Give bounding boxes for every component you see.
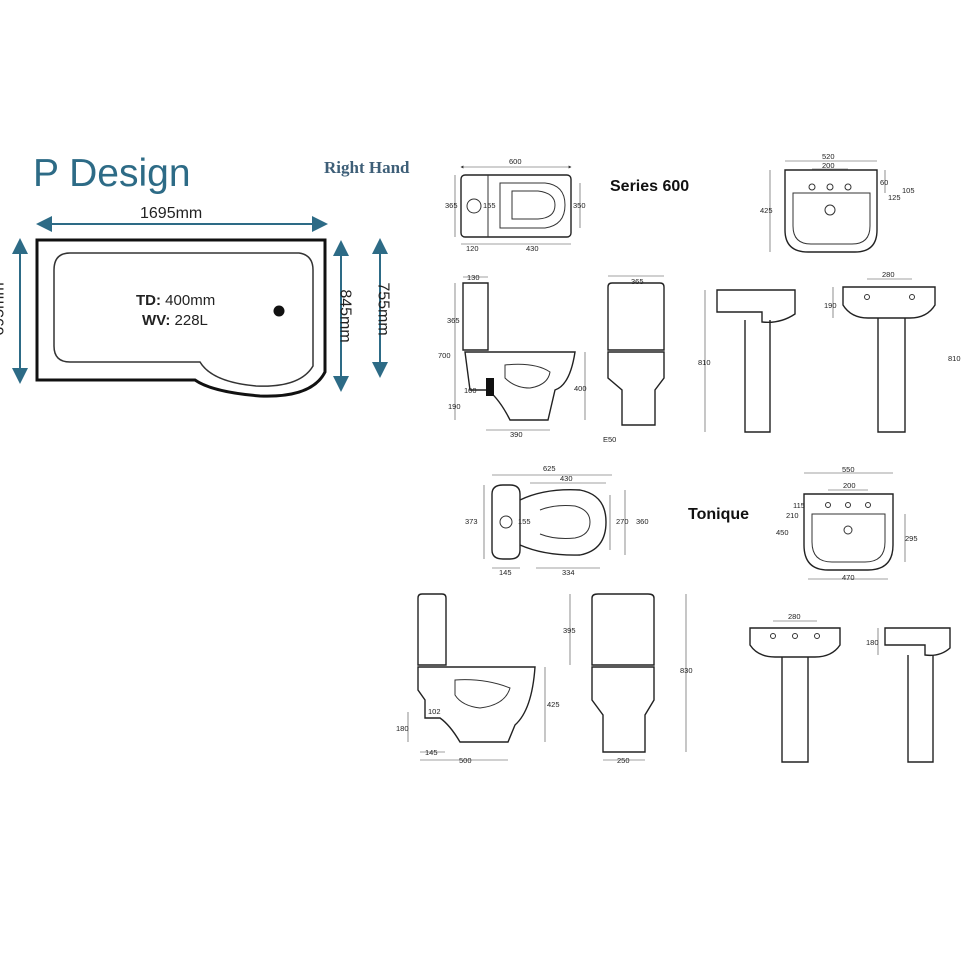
s600-basin-front-dim-1: 190 — [824, 301, 837, 310]
s600-wc-plan-dim-1: 365 — [445, 201, 458, 210]
tonique-wc-plan-dim-1: 430 — [560, 474, 573, 483]
tonique-label: Tonique — [688, 506, 750, 523]
tonique-wc-plan-dim-0: 625 — [543, 464, 556, 473]
bath-inner — [53, 252, 314, 387]
tonique-basin-side-dim-0: 180 — [866, 638, 879, 647]
s600-wc-plan: 600 365 155 350 120 430 — [445, 157, 586, 253]
tonique-wc-plan-dim-3: 155 — [518, 517, 531, 526]
tonique-wc-front: 395 830 250 — [563, 593, 693, 765]
tonique-wc-front-dim-2: 250 — [617, 756, 630, 765]
s600-wc-side-dim-7: E50 — [603, 435, 616, 444]
hand-label: Right Hand — [324, 158, 410, 177]
tonique-wc-plan: 625 430 373 155 270 360 145 334 — [465, 464, 649, 577]
tonique-basin-plan-dim-5: 295 — [905, 534, 918, 543]
s600-wc-side-dim-3: 100 — [464, 386, 477, 395]
s600-basin-front: 280 190 810 — [824, 270, 961, 433]
tonique-basin-side: 180 — [866, 627, 951, 763]
s600-basin-plan-dim-3: 105 — [902, 186, 915, 195]
tonique-basin-plan-dim-0: 550 — [842, 465, 855, 474]
td-label: TD: — [136, 292, 161, 309]
tonique-wc-plan-dim-2: 373 — [465, 517, 478, 526]
s600-wc-side-dim-1: 365 — [447, 316, 460, 325]
wv-value: 228L — [174, 312, 208, 329]
tonique-wc-front-dim-0: 395 — [563, 626, 576, 635]
tonique-basin-plan-dim-6: 470 — [842, 573, 855, 582]
bath-wv: WV: 228L — [142, 312, 208, 329]
s600-basin-side-dim-0: 810 — [698, 358, 711, 367]
tonique-basin-plan-dim-3: 210 — [786, 511, 799, 520]
s600-basin-plan-dim-0: 520 — [822, 152, 835, 161]
s600-wc-side-dim-2: 700 — [438, 351, 451, 360]
tonique-wc-plan-dim-6: 145 — [499, 568, 512, 577]
s600-wc-plan-dim-0: 600 — [509, 157, 522, 166]
s600-basin-plan-dim-2: 60 — [880, 178, 888, 187]
bath-td: TD: 400mm — [136, 292, 215, 309]
tonique-basin-plan: 550 200 115 210 450 295 470 — [776, 465, 918, 582]
s600-basin-plan-dim-1: 200 — [822, 161, 835, 170]
s600-basin-plan: 520 200 60 105 125 425 — [760, 152, 915, 253]
tonique-basin-plan-dim-1: 200 — [843, 481, 856, 490]
tonique-wc-plan-dim-4: 270 — [616, 517, 629, 526]
s600-basin-plan-dim-4: 125 — [888, 193, 901, 202]
s600-wc-plan-dim-2: 155 — [483, 201, 496, 210]
tonique-wc-plan-dim-7: 334 — [562, 568, 575, 577]
page-title: P Design — [33, 152, 191, 195]
plug-hole — [273, 305, 285, 317]
tonique-wc-side-dim-1: 180 — [396, 724, 409, 733]
s600-wc-front-dim-0: 365 — [631, 277, 644, 286]
tonique-wc-side-dim-4: 500 — [459, 756, 472, 765]
s600-wc-side: 130 365 700 100 190 390 400 E50 — [438, 273, 616, 444]
s600-wc-front: 365 — [607, 275, 665, 426]
tonique-basin-front-dim-0: 280 — [788, 612, 801, 621]
tonique-wc-side-dim-0: 102 — [428, 707, 441, 716]
bath-length-label: 1695mm — [140, 205, 203, 222]
s600-wc-side-dim-6: 400 — [574, 384, 587, 393]
s600-wc-plan-dim-5: 430 — [526, 244, 539, 253]
s600-basin-front-dim-0: 280 — [882, 270, 895, 279]
tonique-wc-front-dim-1: 830 — [680, 666, 693, 675]
s600-basin-side: 810 — [698, 289, 796, 433]
tonique-wc-side-dim-2: 425 — [547, 700, 560, 709]
s600-basin-front-dim-2: 810 — [948, 354, 961, 363]
tonique-wc-plan-dim-5: 360 — [636, 517, 649, 526]
tonique-basin-front: 280 — [749, 612, 841, 763]
s600-wc-side-dim-0: 130 — [467, 273, 480, 282]
series-600-label: Series 600 — [610, 178, 690, 195]
tonique-basin-plan-dim-2: 115 — [793, 501, 805, 510]
wv-label: WV: — [142, 312, 171, 329]
tonique-wc-side-dim-3: 145 — [425, 748, 438, 757]
s600-wc-side-dim-5: 390 — [510, 430, 523, 439]
bath-outline — [35, 238, 327, 398]
tonique-wc-side: 102 180 425 145 500 — [396, 593, 560, 765]
td-value: 400mm — [165, 292, 216, 309]
s600-wc-side-dim-4: 190 — [448, 402, 461, 411]
s600-basin-plan-dim-5: 425 — [760, 206, 773, 215]
tonique-basin-plan-dim-4: 450 — [776, 528, 789, 537]
s600-wc-plan-dim-4: 120 — [466, 244, 479, 253]
s600-wc-plan-dim-3: 350 — [573, 201, 586, 210]
